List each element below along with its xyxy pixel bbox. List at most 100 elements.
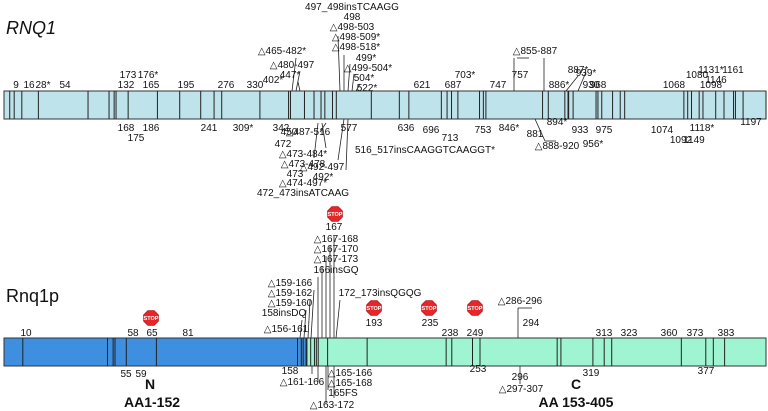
rnq1-label-342: 342: [273, 123, 290, 134]
rnq1-label-1074: 1074: [651, 125, 674, 136]
rnq1p-label-235: 235: [422, 318, 439, 329]
rnq1-title: RNQ1: [6, 18, 56, 38]
rnq1p-label-163-172: △163-172: [310, 400, 355, 411]
rnq1p-label-373: 373: [687, 328, 704, 339]
rnq1-leader-5: [347, 63, 351, 92]
rnq1-label-447: 447*: [280, 70, 301, 81]
rnq1p-leader-lines: [299, 236, 532, 404]
rnq1-label-497-498instcaagg: 497_498insTCAAGG: [305, 2, 399, 13]
rnq1p-label-156-161: △156-161: [264, 324, 309, 335]
rnq1-label-1149: 1149: [683, 135, 705, 146]
c-domain-bar: [305, 337, 767, 367]
c-domain-letter: C: [571, 376, 581, 392]
rnq1-label-276: 276: [218, 80, 235, 91]
rnq1p-label-172-173insqgqg: 172_173insQGQG: [339, 288, 422, 299]
rnq1-label-498-509: △498-509*: [332, 32, 380, 43]
rnq1p-label-297-307: △297-307: [499, 384, 544, 395]
rnq1p-label-165-166: △165-166: [328, 368, 373, 379]
stop-octagon: [467, 300, 483, 316]
rnq1-leader-18: [565, 75, 579, 92]
stop-octagon: [421, 300, 437, 316]
rnq1-label-1098: 1098: [700, 80, 723, 91]
rnq1p-label-161-166: △161-166: [280, 377, 325, 388]
stop-sign-2: STOP: [366, 300, 382, 316]
rnq1-leader-1: [295, 70, 301, 92]
rnq1-label-499: 499*: [356, 53, 377, 64]
rnq1-label-516-517inscaaggtcaaggt: 516_517insCAAGGTCAAGGT*: [355, 145, 495, 156]
rnq1-label-473-478: △473-478: [281, 159, 326, 170]
stop-text: STOP: [144, 316, 159, 322]
rnq1p-label-377: 377: [698, 366, 715, 377]
rnq1-label-241: 241: [201, 123, 218, 134]
rnq1-label-498-503: △498-503: [330, 22, 375, 33]
rnq1-label-753: 753: [475, 125, 492, 136]
stop-octagon: [366, 300, 382, 316]
rnq1p-label-10: 10: [20, 328, 32, 339]
rnq1-label-487-516: △487-516: [286, 127, 331, 138]
rnq1-leader-0: [291, 57, 297, 92]
rnq1p-label-167-170: △167-170: [314, 244, 359, 255]
rnq1-label-881: 881: [527, 129, 544, 140]
rnq1p-label-81: 81: [182, 328, 194, 339]
rnq1-leader-8: [313, 122, 319, 159]
rnq1-label-474-497: △474-497*: [279, 178, 327, 189]
rnq1p-leader-0: [299, 319, 303, 339]
rnq1p-label-360: 360: [661, 328, 678, 339]
rnq1p-label-159-166: △159-166: [268, 278, 313, 289]
rnq1-label-492-497: △492-497: [300, 162, 345, 173]
stop-text: STOP: [468, 306, 483, 312]
rnq1p-label-294: 294: [523, 318, 540, 329]
rnq1-label-930: 930: [583, 80, 600, 91]
rnq1-label-473: 473: [287, 169, 304, 180]
c-domain-range: AA 153-405: [539, 394, 614, 410]
rnq1p-label-165-168: △165-168: [328, 378, 373, 389]
rnq1-leader-3: [337, 35, 341, 92]
rnq1-label-939: 939*: [576, 68, 597, 79]
rnq1-leader-6: [351, 73, 355, 92]
rnq1p-label-167-168: △167-168: [314, 234, 359, 245]
rnq1p-label-286-296: △286-296: [498, 296, 543, 307]
rnq1p-label-159-160: △159-160: [268, 298, 313, 309]
rnq1p-label-158insdq: 158insDQ: [262, 308, 307, 319]
n-domain-letter: N: [145, 376, 155, 392]
rnq1-label-713: 713: [442, 133, 459, 144]
rnq1p-label-55: 55: [120, 369, 132, 380]
rnq1p-leader-3: [310, 289, 315, 339]
stop-text: STOP: [328, 212, 343, 218]
rnq1-leader-10: [321, 122, 327, 149]
rnq1-label-473-484: △473-484*: [279, 149, 327, 160]
rnq1p-label-249: 249: [467, 328, 484, 339]
rnq1-label-886: 886*: [549, 80, 570, 91]
rnq1-label-195: 195: [178, 80, 195, 91]
rnq1p-label-158: 158: [282, 366, 299, 377]
rnq1p-label-313: 313: [596, 328, 613, 339]
rnq1p-label-165fs: 165FS: [328, 388, 358, 399]
rnq1p-label-59: 59: [135, 369, 147, 380]
rnq1-leader-19: [577, 71, 587, 92]
rnq1p-label-65: 65: [146, 328, 158, 339]
rnq1p-label-383: 383: [718, 328, 735, 339]
rnq1-label-28: 28*: [35, 80, 50, 91]
stop-octagon: [143, 310, 159, 326]
rnq1p-label-159-162: △159-162: [268, 288, 313, 299]
rnq1-label-975: 975: [596, 125, 613, 136]
stop-sign-0: STOP: [143, 310, 159, 326]
rnq1-gene-bar: [3, 90, 767, 120]
rnq1-label-175: 175: [128, 133, 145, 144]
rnq1p-label-238: 238: [442, 328, 459, 339]
rnq1-label-1161: 1161: [722, 65, 744, 76]
stop-octagon: [327, 206, 343, 222]
rnq1-label-499-504: △499-504*: [344, 63, 392, 74]
rnq1-label-176: 176*: [138, 70, 159, 81]
rnq1-label-1197: 1197: [740, 117, 762, 128]
rnq1-label-173: 173: [120, 70, 137, 81]
rnq1-label-956: 956*: [583, 139, 604, 150]
rnq1p-label-296: 296: [512, 372, 529, 383]
rnq1-label-933: 933: [572, 125, 589, 136]
rnq1-label-696: 696: [423, 125, 440, 136]
rnq1p-mutation-ticks: [22, 338, 726, 366]
stop-sign-1: STOP: [327, 206, 343, 222]
rnq1-label-1080: 1080: [686, 70, 709, 81]
